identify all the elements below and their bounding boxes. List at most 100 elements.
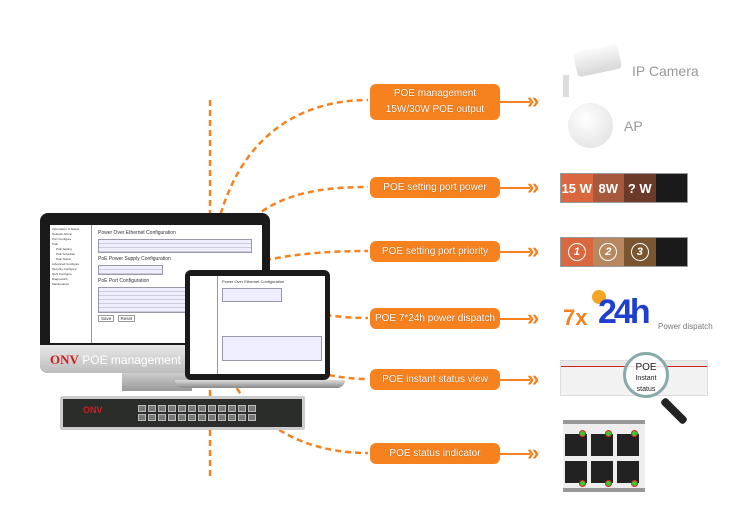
chevron-right-icon: » [527, 174, 540, 199]
poe-switch: ONV [60, 396, 305, 430]
laptop-config-table [222, 288, 282, 302]
feature-port-priority: POE setting port priority [370, 241, 500, 262]
led-green [605, 430, 612, 437]
switch-port [228, 414, 236, 421]
switch-port [158, 405, 166, 412]
ip-camera-label: IP Camera [632, 63, 699, 79]
rj45-port-icon [591, 461, 613, 487]
rj45-port-icon [565, 461, 587, 487]
switch-port [138, 405, 146, 412]
laptop: Power Over Ethernet Configuration [185, 270, 330, 380]
priority-port: 2 [592, 238, 624, 266]
arrow-line [500, 101, 530, 103]
arrow-line [500, 453, 530, 455]
switch-logo: ONV [83, 405, 103, 415]
laptop-sidebar [190, 276, 218, 374]
sidebar-item[interactable]: Port Configure [52, 237, 72, 241]
status-indicator-photo [563, 420, 645, 492]
switch-port [238, 405, 246, 412]
monitor-content: Power Over Ethernet Configuration PoE Po… [98, 227, 260, 322]
switch-port [198, 405, 206, 412]
switch-port [218, 405, 226, 412]
priority-port: 3 [624, 238, 656, 266]
camera-mount [563, 75, 569, 97]
led-green [579, 430, 586, 437]
switch-port [158, 414, 166, 421]
switch-port [148, 414, 156, 421]
priority-badge: 2 [599, 243, 618, 261]
curve-2 [208, 185, 369, 284]
rj45-port-icon [565, 430, 587, 456]
feature-port-power: POE setting port power [370, 177, 500, 198]
sidebar-item[interactable]: PoE [52, 242, 58, 246]
switch-port [138, 414, 146, 421]
feature-status-indicator: POE status indicator [370, 443, 500, 464]
curve-4 [209, 281, 369, 320]
switch-port [248, 414, 256, 421]
switch-port [188, 414, 196, 421]
rj45-port-icon [655, 174, 687, 202]
sidebar-item[interactable]: PoE Setting [56, 247, 72, 251]
sidebar-item[interactable]: Information & Status [52, 227, 80, 231]
dispatch-big: 24h [598, 293, 651, 331]
feature-poe-management: POE management 15W/30W POE output [370, 84, 500, 120]
rj45-port-icon [617, 430, 639, 456]
switch-port [208, 405, 216, 412]
switch-port [198, 414, 206, 421]
caption-text: POE management [82, 353, 181, 367]
switch-port [188, 405, 196, 412]
feature-label: POE status indicator [389, 447, 481, 459]
arrow-line [500, 318, 530, 320]
feature-status-view: POE instant status view [370, 369, 500, 390]
led-port-grid [563, 424, 645, 487]
brand-logo: ONV [50, 352, 79, 367]
sidebar-item[interactable]: Network Admin [52, 232, 73, 236]
dispatch-prefix: 7x [563, 305, 588, 330]
dispatch-24h: 24h [598, 293, 651, 332]
sidebar-item[interactable]: PoE Schedule [56, 252, 76, 256]
feature-power-dispatch: POE 7*24h power dispatch [370, 308, 500, 329]
chevron-right-icon: » [527, 88, 540, 113]
laptop-port-table [222, 336, 322, 361]
led-green [605, 480, 612, 487]
sidebar-item[interactable]: Security Configure [52, 267, 77, 271]
switch-port [238, 414, 246, 421]
feature-label: POE 7*24h power dispatch [374, 312, 496, 324]
sun-icon [592, 290, 606, 304]
sidebar-item[interactable]: Advanced Configure [52, 262, 80, 266]
config-table [98, 239, 252, 253]
laptop-base [175, 380, 345, 388]
ap-label: AP [624, 118, 643, 134]
feature-label: POE instant status view [382, 373, 488, 385]
priority-port: 1 [561, 238, 593, 266]
priority-badge: 3 [630, 243, 649, 261]
feature-sublabel: 15W/30W POE output [385, 104, 485, 115]
dispatch-suffix: Power dispatch [658, 322, 713, 331]
switch-port [228, 405, 236, 412]
port-power-value: 15 W [561, 174, 593, 202]
magnifier-text: Instant status [635, 375, 657, 393]
switch-port [218, 414, 226, 421]
feature-label: POE management [393, 88, 477, 99]
chevron-right-icon: » [527, 366, 540, 391]
switch-port [208, 414, 216, 421]
sidebar-item[interactable]: QoS Configure [52, 272, 72, 276]
port-priority-strip: 1 2 3 [560, 237, 688, 267]
section-title: PoE Port Configuration [98, 278, 150, 284]
sidebar-item[interactable]: Diagnostics [52, 277, 68, 281]
laptop-screen: Power Over Ethernet Configuration [190, 276, 325, 374]
led-green [631, 430, 638, 437]
port-power-value: ? W [624, 174, 656, 202]
priority-badge: 1 [567, 243, 586, 261]
led-green [631, 480, 638, 487]
reset-button[interactable]: Reset [117, 315, 136, 322]
page-title: Power Over Ethernet Configuration [98, 230, 176, 236]
arrow-line [500, 379, 530, 381]
rj45-port-icon [591, 430, 613, 456]
save-button[interactable]: Save [98, 315, 115, 322]
magnifier-text: POE [635, 362, 657, 373]
switch-port [168, 414, 176, 421]
sidebar-item[interactable]: PoE Status [56, 257, 72, 261]
switch-ports [138, 405, 256, 421]
sidebar-item[interactable]: Maintenance [52, 282, 70, 286]
